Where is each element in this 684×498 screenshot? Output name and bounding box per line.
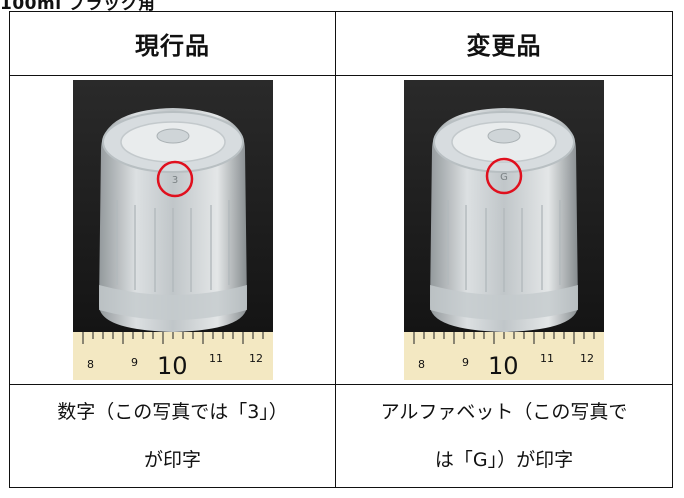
header-row: 現行品 変更品 (9, 11, 673, 76)
embossed-mark: G (500, 172, 508, 183)
ruler-label: 11 (209, 352, 223, 365)
ruler-label: 12 (580, 352, 594, 365)
caption-line: アルファベット（この写真で (380, 401, 628, 423)
highlight-circle (485, 157, 523, 195)
changed-cap-photo: G 8 9 10 11 12 (404, 80, 604, 380)
ruler-label: 10 (157, 352, 188, 380)
header-changed-product: 変更品 (335, 11, 673, 76)
highlight-circle (156, 160, 193, 198)
document-title: 100ml ブラック角 (0, 0, 156, 14)
caption-line: は「G」）が印字 (434, 449, 574, 471)
photo-row: 3 8 9 10 11 12 (9, 75, 673, 385)
ruler-label: 8 (87, 358, 94, 371)
ruler-label: 12 (249, 352, 263, 365)
changed-product-caption: アルファベット（この写真で は「G」）が印字 (335, 384, 673, 488)
header-current-product: 現行品 (9, 11, 336, 76)
comparison-table: 現行品 変更品 (9, 11, 673, 488)
ruler-label: 8 (418, 358, 425, 371)
caption-row: 数字（この写真では「3」） が印字 アルファベット（この写真で は「G」）が印字 (9, 384, 673, 488)
ruler-label: 10 (488, 352, 519, 380)
caption-line: 数字（この写真では「3」） (57, 401, 288, 423)
current-cap-photo: 3 8 9 10 11 12 (72, 80, 273, 380)
caption-line: が印字 (143, 449, 201, 471)
current-product-caption: 数字（この写真では「3」） が印字 (9, 384, 336, 488)
changed-product-photo-cell: G 8 9 10 11 12 (335, 75, 673, 385)
ruler-label: 11 (540, 352, 554, 365)
ruler-label: 9 (462, 356, 469, 369)
current-product-photo-cell: 3 8 9 10 11 12 (9, 75, 336, 385)
embossed-mark: 3 (171, 175, 177, 186)
ruler-label: 9 (131, 356, 138, 369)
